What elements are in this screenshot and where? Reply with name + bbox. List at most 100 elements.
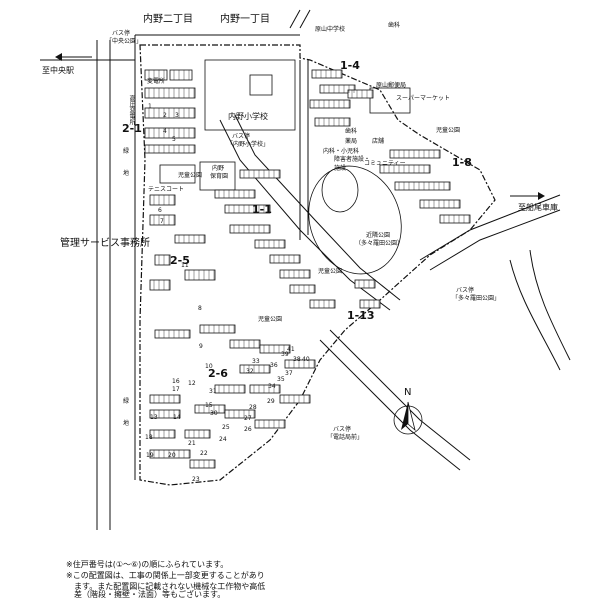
bus-stop-denwa-1: バス停 [333,426,352,433]
neighborhood-park-label-1: 近隣公園 [366,232,391,239]
building-footprint [379,164,431,174]
building-footprint [199,324,236,334]
note-line-3: ます。また配置図に記載されない機械な工作物や高低 [66,582,266,591]
block-label-2-6: 2-6 [208,367,228,380]
shops-label: 店舗 [372,138,385,145]
building-footprint [149,394,181,404]
pharmacy-label: 薬局 [345,138,358,145]
building-number: 35 [277,376,285,383]
building-footprint [254,239,286,249]
building-number: 31 [209,388,217,395]
note-line-4: 差（階段・擁壁・法面）等もございます。 [66,590,226,599]
kids-park-4-label: 児童公園 [318,268,343,275]
management-office-label: 管理サービス事務所 [60,238,150,249]
area-label-uchino-1: 内野一丁目 [220,14,270,25]
to-central-station-label: 至中央駅 [42,66,74,75]
pediatric-label: 内科・小児科 [323,148,360,155]
building-number: 25 [222,424,230,431]
block-label-2-1: 2-1 [122,122,142,135]
north-arrow [393,401,423,435]
kids-park-2-label: 児童公園 [178,172,203,179]
hoikuen-label-1: 内野 [212,165,225,172]
building-footprint [149,279,171,291]
building-footprint [149,214,176,226]
building-number: 37 [285,370,293,377]
building-number: 18 [145,434,153,441]
roads-and-boundaries [40,9,571,530]
building-number: 36 [270,362,278,369]
building-number: 1 [148,103,152,110]
school-and-parks [159,59,411,275]
building-footprint [214,384,246,394]
building-number: 39 [281,351,289,358]
building-footprint [319,84,356,94]
building-number: 5 [172,136,176,143]
building-footprint [279,269,311,279]
community-label-2: 障害者施設・ [334,156,371,163]
bus-stop-uchino-school-1: バス停 [232,133,251,140]
bus-stop-denwa-2: 「電話局前」 [327,434,364,441]
dental-label: 歯科 [388,22,401,29]
building-number: 8 [198,305,202,312]
direction-arrows [55,53,545,200]
building-footprint [149,409,181,419]
building-footprint [419,199,461,209]
building-footprint [184,269,216,281]
building-footprint [229,339,261,349]
building-number: 6 [158,207,162,214]
building-footprint [311,69,343,79]
building-footprint [269,254,301,264]
building-number: 33 [252,358,260,365]
building-number: 22 [200,450,208,457]
building-number: 21 [188,440,196,447]
building-footprint [184,429,211,439]
building-footprint [259,344,291,354]
building-footprint [154,254,171,266]
building-number: 9 [199,343,203,350]
building-footprint [359,299,381,309]
building-footprint [289,284,316,294]
building-footprint [309,99,351,109]
building-number: 32 [246,368,254,375]
building-number: 13 [150,414,158,421]
clinic-label: 歯科 [345,128,358,135]
facility-label: 施設 [334,165,347,172]
block-label-1-8: 1-8 [452,156,472,169]
building-number: 10 [205,363,213,370]
building-footprint [347,89,374,99]
building-footprint [144,107,196,119]
post-office-label: 原山郵便局 [376,82,407,89]
green-belt-4: 地 [123,420,130,427]
building-number: 26 [244,426,252,433]
bus-stop-tatara-2: 「多々羅田公園」 [452,295,501,302]
building-footprint [314,117,351,127]
building-footprint [174,234,206,244]
block-label-1-13: 1-13 [347,309,375,322]
building-footprint [144,144,196,154]
building-number: 23 [192,476,200,483]
block-label-1-1: 1-1 [252,203,272,216]
area-label-uchino-2: 内野二丁目 [143,14,193,25]
building-number: 3 [175,112,179,119]
green-belt-1: 緑 [123,148,130,155]
building-footprint [439,214,471,224]
building-number: 41 [287,346,295,353]
building-footprint [224,409,256,419]
neighborhood-park-label-2: （多々羅田公園） [355,240,404,247]
building-number: 38 [293,356,301,363]
bus-stop-chuo-koen-1: バス停 [112,30,131,37]
building-footprint [149,194,176,206]
building-footprint [149,429,176,439]
building-number: 15 [205,402,213,409]
building-number: 11 [181,262,189,269]
substation-label: 変電所 [147,78,166,85]
building-footprint [144,69,168,81]
block-label-2-5: 2-5 [170,254,190,267]
hoikuen-label-2: 保育園 [210,173,229,180]
building-footprint [394,181,451,191]
note-line-2: ※この配置図は、工事の関係上一部変更することがあり [66,571,265,580]
building-number: 34 [268,383,276,390]
building-footprint [389,149,441,159]
building-footprint [224,204,271,214]
